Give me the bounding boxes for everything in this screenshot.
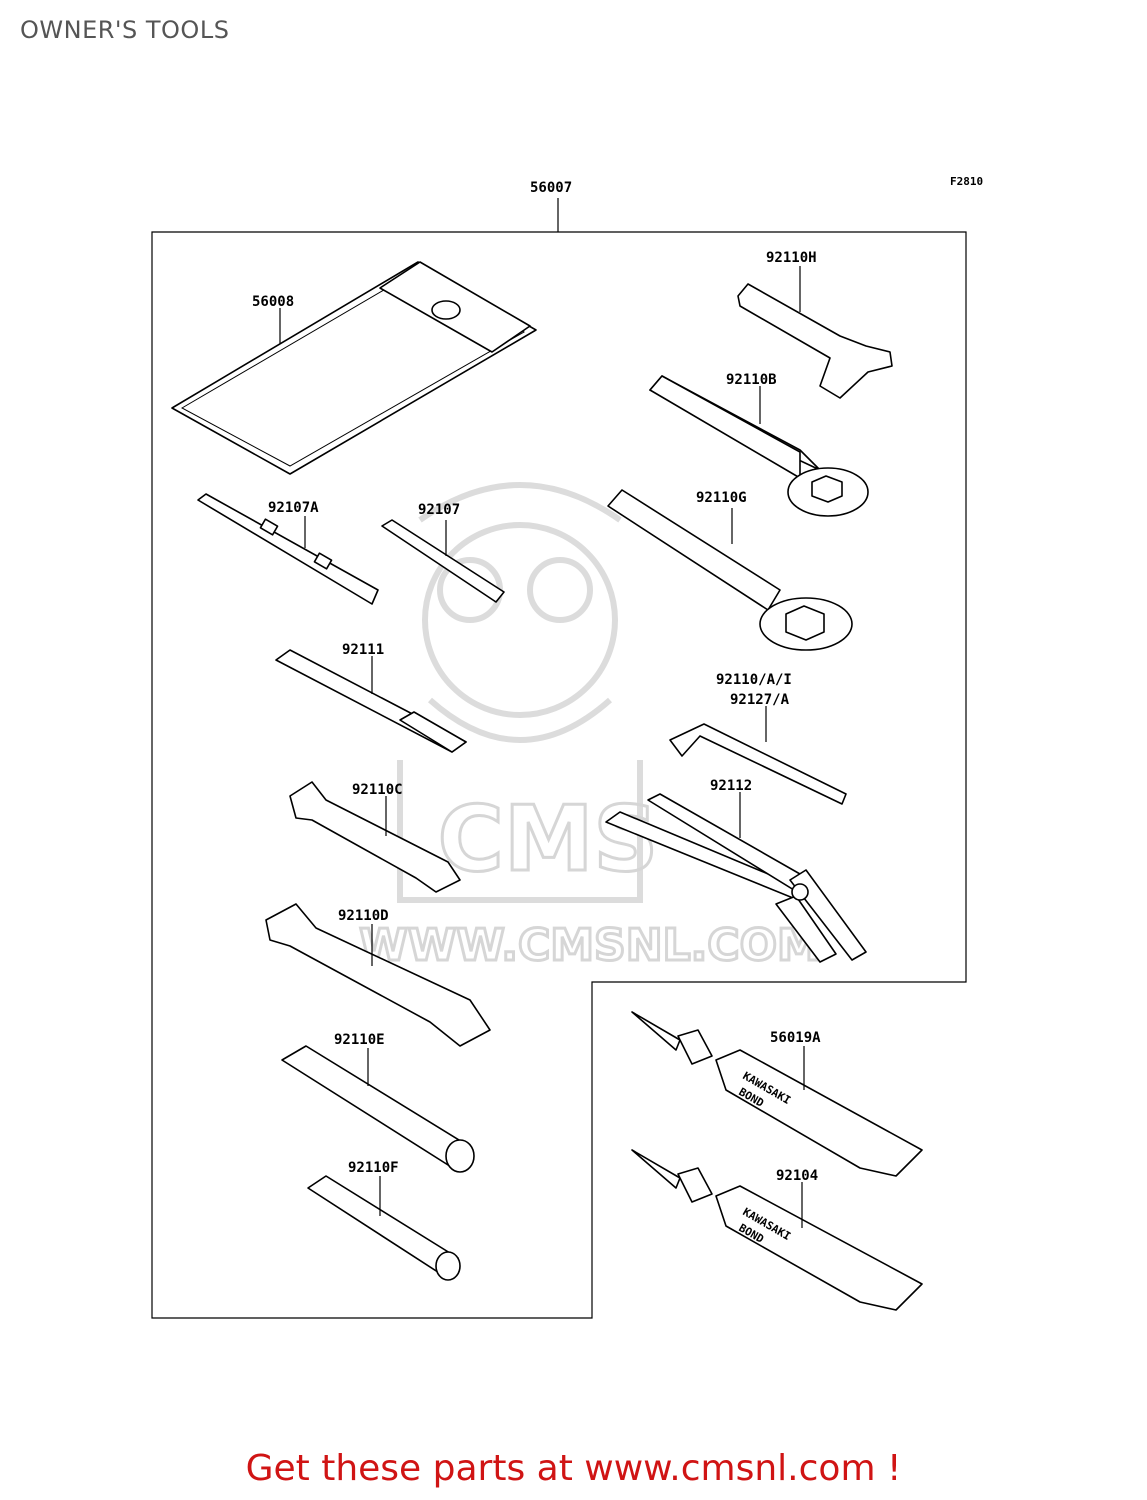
tool-bag-56008	[171, 261, 537, 475]
part-label-92110C: 92110C	[352, 782, 403, 798]
wrench-92110D	[265, 903, 491, 1047]
pliers-92112	[605, 792, 867, 963]
watermark-text: WWW.CMSNL.COM	[359, 920, 821, 971]
part-label-92110H: 92110H	[766, 250, 817, 266]
watermark: CMS WWW.CMSNL.COM	[358, 482, 822, 973]
part-label-92110E: 92110E	[334, 1032, 385, 1048]
assembly-frame	[151, 231, 967, 1319]
part-label-92110B: 92110B	[726, 372, 777, 388]
box-spanner-92110F	[307, 1175, 461, 1281]
part-label-56019A: 56019A	[770, 1030, 821, 1046]
svg-text:CMS: CMS	[438, 787, 658, 892]
hook-wrench-92110H	[737, 266, 893, 399]
part-label-92112: 92112	[710, 778, 752, 794]
bond-tube-92104: KAWASAKI BOND	[631, 1149, 923, 1311]
page-title: OWNER'S TOOLS	[20, 16, 230, 44]
ring-wrench-92110G	[607, 489, 853, 651]
part-label-92110-A-I: 92110/A/I	[716, 672, 792, 688]
hex-key-92110-A-I	[669, 706, 847, 805]
part-label-92111: 92111	[342, 642, 384, 658]
ring-wrench-92110B	[649, 375, 869, 517]
part-label-56008: 56008	[252, 294, 294, 310]
part-label-92110G: 92110G	[696, 490, 747, 506]
figure-code: F2810	[950, 175, 983, 188]
bond-tube-56019A: KAWASAKI BOND	[631, 1011, 923, 1177]
part-label-92107A: 92107A	[268, 500, 319, 516]
part-label-92127-A: 92127/A	[730, 692, 790, 708]
part-label-92110F: 92110F	[348, 1160, 399, 1176]
wrench-92110C	[289, 781, 461, 893]
screwdriver-92107	[381, 519, 505, 603]
parts-diagram: CMS WWW.CMSNL.COM F2810 56007 56008 9210…	[151, 175, 983, 1319]
box-spanner-92110E	[281, 1045, 475, 1173]
part-label-92110D: 92110D	[338, 908, 389, 924]
screwdriver-92107A	[197, 493, 379, 605]
part-label-92107: 92107	[418, 502, 460, 518]
part-label-92104: 92104	[776, 1168, 818, 1184]
handle-92111	[275, 649, 467, 753]
part-label-56007: 56007	[530, 180, 572, 196]
cms-link[interactable]: Get these parts at www.cmsnl.com !	[245, 1448, 902, 1489]
